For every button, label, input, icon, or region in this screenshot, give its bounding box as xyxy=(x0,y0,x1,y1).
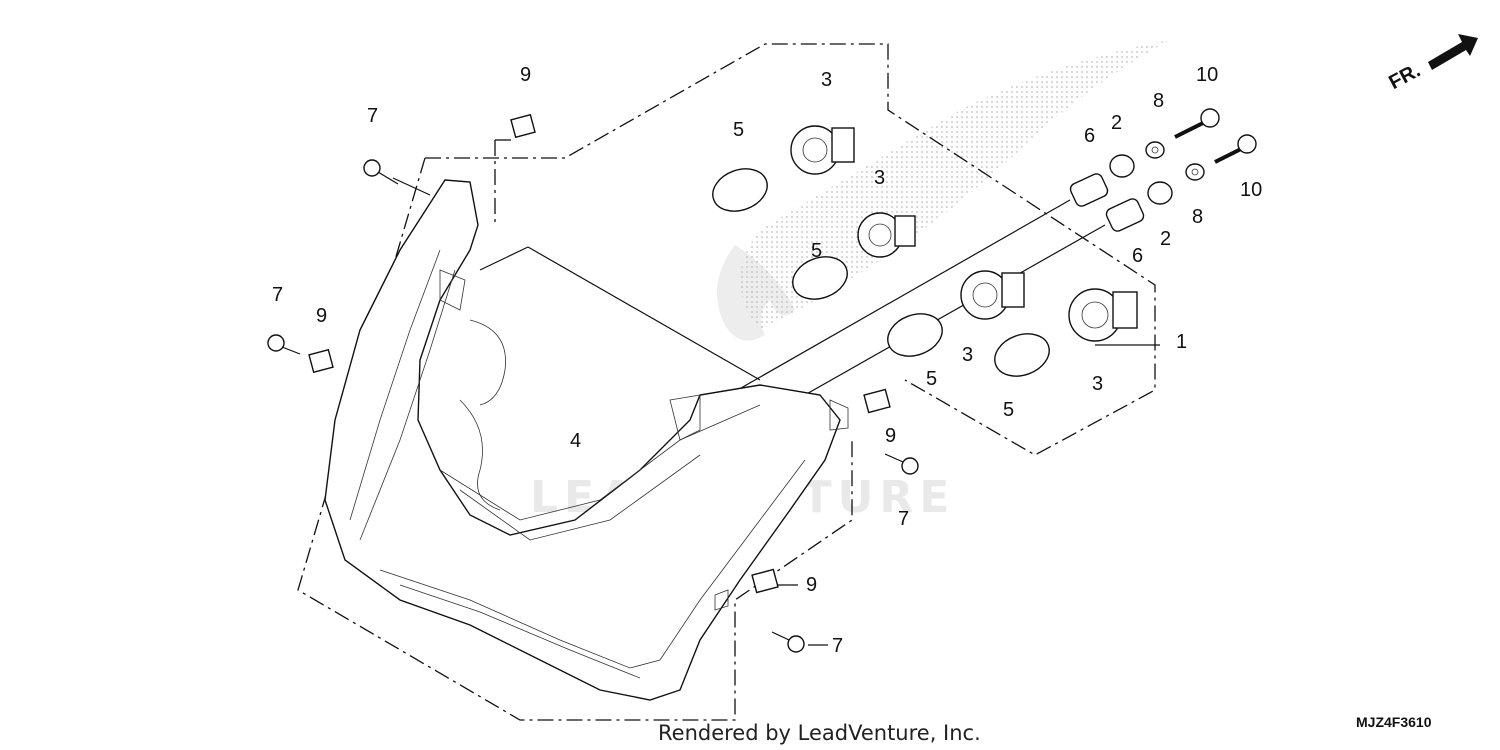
callout-labels: 1 2 2 3 3 3 3 4 5 5 5 5 6 6 7 7 7 7 8 8 … xyxy=(272,64,1262,657)
grommet-6b xyxy=(1105,198,1145,232)
callout-9a: 9 xyxy=(520,64,531,86)
callout-5b: 5 xyxy=(811,240,822,262)
credit-text: Rendered by LeadVenture, Inc. xyxy=(658,721,981,745)
clip-9c xyxy=(863,388,891,414)
callout-6a: 6 xyxy=(1084,125,1095,147)
collar-2a xyxy=(1109,154,1135,178)
callout-3b: 3 xyxy=(874,167,885,189)
callout-7d: 7 xyxy=(832,635,843,657)
socket-3a xyxy=(790,125,855,175)
clip-9b xyxy=(308,348,334,374)
washer-8a xyxy=(1145,141,1165,159)
headlight-housing xyxy=(324,179,849,701)
clip-9a xyxy=(510,113,536,139)
callout-7b: 7 xyxy=(272,284,283,306)
callout-9d: 9 xyxy=(806,574,817,596)
callout-10a: 10 xyxy=(1196,64,1218,86)
bulb-5b xyxy=(792,256,848,300)
bulb-5c xyxy=(887,313,943,357)
callout-9b: 9 xyxy=(316,305,327,327)
clip-9d xyxy=(751,568,779,594)
callout-5a: 5 xyxy=(733,119,744,141)
front-arrow-icon xyxy=(1428,34,1478,70)
collar-2b xyxy=(1147,181,1173,205)
screw-7d xyxy=(771,631,805,653)
washer-8b xyxy=(1185,163,1205,181)
bolt-10b xyxy=(1214,134,1257,164)
assembly-outline xyxy=(297,43,1156,721)
callout-6b: 6 xyxy=(1132,245,1143,267)
diagram-code: MJZ4F3610 xyxy=(1356,714,1432,730)
screw-7c xyxy=(884,453,919,475)
socket-3b xyxy=(857,212,916,258)
bulb-5a xyxy=(712,168,768,212)
screw-7a xyxy=(363,159,399,185)
callout-10b: 10 xyxy=(1240,179,1262,201)
callout-2a: 2 xyxy=(1111,112,1122,134)
bolt-10a xyxy=(1174,108,1220,139)
screw-7b xyxy=(267,334,301,355)
callout-4: 4 xyxy=(570,430,581,452)
callout-7c: 7 xyxy=(898,508,909,530)
front-arrow-label: FR. xyxy=(1385,60,1424,95)
shading-band xyxy=(740,40,1170,330)
socket-3c xyxy=(960,270,1025,320)
grommet-6a xyxy=(1069,173,1109,207)
socket-3d xyxy=(1068,288,1138,342)
callout-3d: 3 xyxy=(1092,373,1103,395)
callout-8a: 8 xyxy=(1153,90,1164,112)
callout-7a: 7 xyxy=(367,105,378,127)
callout-3a: 3 xyxy=(821,69,832,91)
callout-8b: 8 xyxy=(1192,206,1203,228)
callout-5d: 5 xyxy=(1003,399,1014,421)
callout-3c: 3 xyxy=(962,344,973,366)
callout-1: 1 xyxy=(1176,331,1187,353)
bulb-5d xyxy=(994,333,1050,377)
callout-2b: 2 xyxy=(1160,228,1171,250)
callout-9c: 9 xyxy=(885,425,896,447)
front-direction-indicator: FR. xyxy=(1385,34,1478,94)
callout-5c: 5 xyxy=(926,368,937,390)
